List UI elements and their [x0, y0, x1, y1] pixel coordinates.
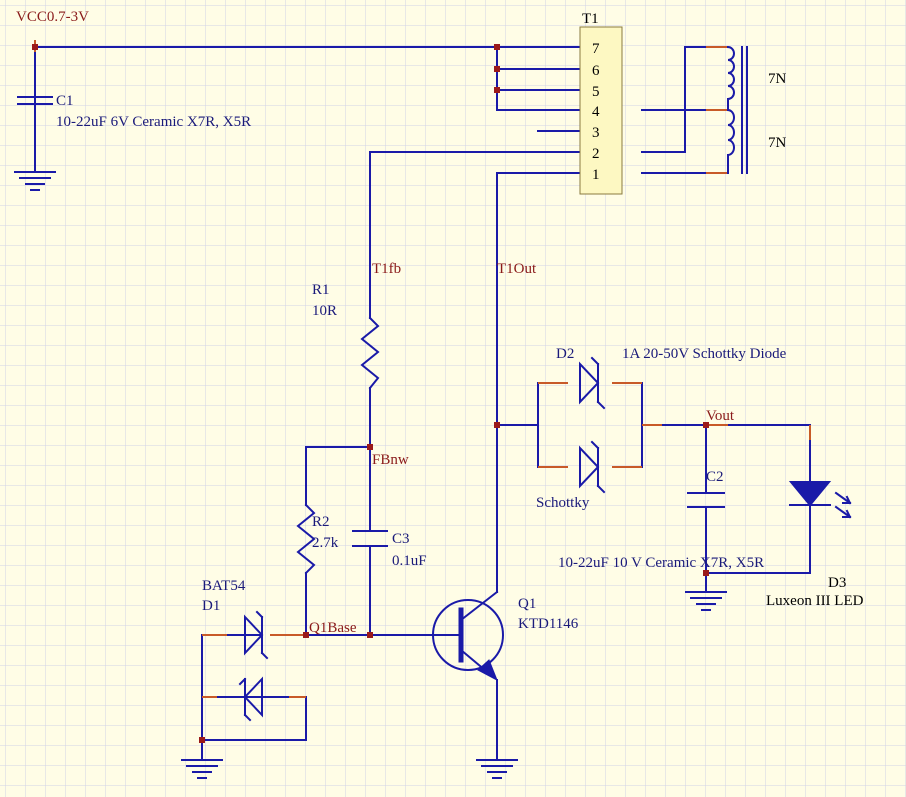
c1-designator: C1 — [56, 93, 74, 109]
t1-pin-4: 4 — [592, 104, 600, 120]
winding-top-label: 7N — [768, 71, 787, 87]
ground-icon-q1 — [476, 759, 518, 779]
d3-part: Luxeon III LED — [766, 593, 864, 609]
ground-icon-d1 — [181, 759, 223, 779]
led-d3: D3 Luxeon III LED — [766, 481, 864, 609]
transistor-q1: Q1 KTD1146 — [431, 590, 579, 682]
transformer-windings: 7N 7N — [726, 45, 787, 174]
d2-designator: D2 — [556, 346, 574, 362]
c1-value: 10-22uF 6V Ceramic X7R, X5R — [56, 114, 251, 130]
net-label-t1out: T1Out — [497, 261, 537, 277]
t1-body — [579, 26, 623, 195]
diode-d1: BAT54 D1 — [202, 578, 289, 722]
c3-designator: C3 — [392, 531, 410, 547]
ground-icon-c2 — [685, 591, 727, 611]
d2-note: Schottky — [536, 495, 590, 511]
t1-designator: T1 — [582, 11, 599, 27]
pin-leads — [34, 40, 811, 698]
resistor-r1: R1 10R — [312, 282, 380, 390]
d1-designator: D1 — [202, 598, 220, 614]
d2-description: 1A 20-50V Schottky Diode — [622, 346, 787, 362]
r1-value: 10R — [312, 303, 337, 319]
t1-pin-6: 6 — [592, 63, 600, 79]
c2-designator: C2 — [706, 469, 724, 485]
net-label-vcc: VCC0.7-3V — [16, 9, 89, 25]
capacitor-c1: C1 10-22uF 6V Ceramic X7R, X5R — [17, 93, 251, 130]
diode-d2: D2 1A 20-50V Schottky Diode Schottky — [536, 346, 787, 511]
q1-designator: Q1 — [518, 596, 536, 612]
resistor-r2: R2 2.7k — [296, 503, 339, 575]
transformer-t1: T1 7 6 5 4 3 2 1 — [579, 11, 623, 195]
t1-pin-2: 2 — [592, 146, 600, 162]
t1-pin-5: 5 — [592, 84, 600, 100]
capacitor-c3: C3 0.1uF — [352, 530, 427, 569]
t1-pin-7: 7 — [592, 41, 600, 57]
t1-pin-3: 3 — [592, 125, 600, 141]
winding-bottom-label: 7N — [768, 135, 787, 151]
c2-value: 10-22uF 10 V Ceramic X7R, X5R — [558, 555, 764, 571]
t1-pin-1: 1 — [592, 167, 600, 183]
junctions — [32, 44, 709, 743]
d3-designator: D3 — [828, 575, 846, 591]
net-label-q1base: Q1Base — [309, 620, 357, 636]
r2-value: 2.7k — [312, 535, 339, 551]
r2-designator: R2 — [312, 514, 330, 530]
net-label-fbnw: FBnw — [372, 452, 409, 468]
ground-icon-c1 — [14, 171, 56, 191]
c3-value: 0.1uF — [392, 553, 427, 569]
capacitor-c2: C2 10-22uF 10 V Ceramic X7R, X5R — [558, 469, 764, 571]
r1-designator: R1 — [312, 282, 330, 298]
d1-part: BAT54 — [202, 578, 246, 594]
q1-part: KTD1146 — [518, 616, 579, 632]
wires — [34, 46, 811, 761]
net-label-t1fb: T1fb — [372, 261, 401, 277]
net-label-vout: Vout — [706, 408, 735, 424]
